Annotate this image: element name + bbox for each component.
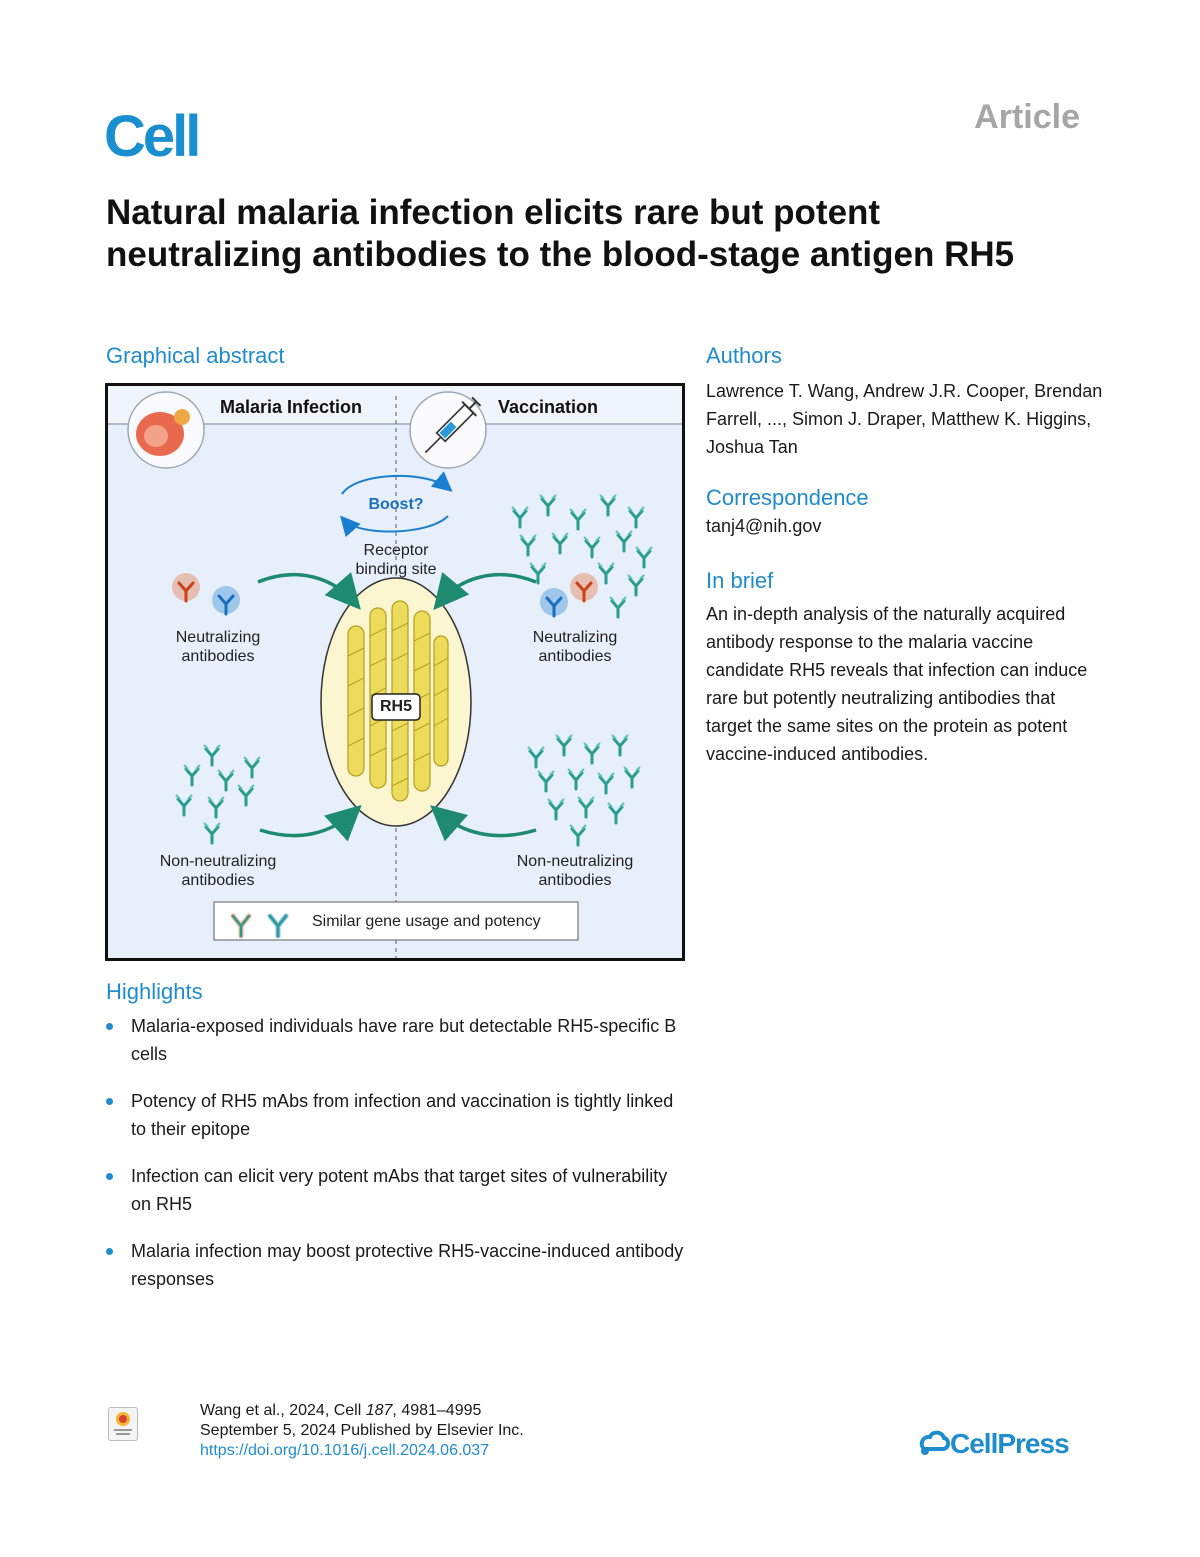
vaccination-label: Vaccination	[497, 397, 599, 417]
boost-label: Boost?	[368, 496, 424, 513]
graphical-abstract-heading: Graphical abstract	[106, 343, 285, 368]
infection-non-neutralizing-antibody-cluster	[174, 743, 262, 845]
cellpress-logo[interactable]: CellPress	[918, 1428, 1070, 1460]
vaccine-non-neutralizing-antibody-cluster	[526, 733, 642, 847]
blue-neutralizing-antibody-icon	[212, 586, 240, 616]
highlights-heading: Highlights	[106, 979, 203, 1004]
boost-arrow-right	[341, 471, 453, 495]
graphical-abstract: Malaria Infection Vaccination Boost? Rec…	[105, 383, 685, 961]
citation-block: Wang et al., 2024, Cell 187, 4981–4995 S…	[200, 1401, 524, 1461]
orange-neutralizing-antibody-icon	[172, 573, 200, 603]
similar-gene-usage-label: Similar gene usage and potency	[312, 913, 541, 930]
arrow-infection-neutralizing	[257, 572, 361, 610]
bullet-icon	[106, 1173, 113, 1180]
arrow-vaccination-neutralizing	[433, 571, 537, 611]
receptor-label-line1: Receptor	[363, 542, 429, 559]
highlight-item: Infection can elicit very potent mAbs th…	[106, 1162, 686, 1218]
author-list: Lawrence T. Wang, Andrew J.R. Cooper, Br…	[706, 381, 1103, 457]
graphical-abstract-illustration	[108, 386, 682, 958]
similar-blue-antibody-icon	[267, 913, 289, 939]
vaccine-neutralizing-label-2: antibodies	[538, 648, 612, 665]
syringe-icon	[409, 391, 487, 469]
receptor-label-line2: binding site	[355, 561, 437, 578]
bullet-icon	[106, 1023, 113, 1030]
rh5-protein-helices	[347, 600, 449, 802]
highlight-item: Malaria infection may boost protective R…	[106, 1237, 686, 1293]
boost-arrow-left	[340, 515, 449, 538]
doi-link[interactable]: https://doi.org/10.1016/j.cell.2024.06.0…	[200, 1442, 490, 1459]
article-title: Natural malaria infection elicits rare b…	[106, 193, 1015, 274]
highlight-item: Malaria-exposed individuals have rare bu…	[106, 1012, 686, 1068]
highlights-list: Malaria-exposed individuals have rare bu…	[106, 1012, 686, 1312]
check-for-updates-icon[interactable]	[108, 1407, 138, 1441]
correspondence-heading: Correspondence	[706, 485, 869, 510]
in-brief-text: An in-depth analysis of the naturally ac…	[706, 604, 1088, 764]
citation-line2: September 5, 2024 Published by Elsevier …	[200, 1422, 524, 1439]
similar-orange-antibody-icon	[230, 913, 252, 939]
cellpress-mark-icon	[919, 1430, 951, 1455]
infection-non-neutralizing-label-1: Non-neutralizing	[159, 853, 277, 870]
vaccine-neutralizing-antibodies-icon	[540, 573, 598, 618]
article-type-label: Article	[974, 98, 1080, 136]
infection-neutralizing-label-2: antibodies	[181, 648, 255, 665]
authors-heading: Authors	[706, 343, 782, 368]
arrow-vaccination-non-neutralizing	[430, 805, 537, 842]
citation-line1: Wang et al., 2024, Cell 187, 4981–4995	[200, 1402, 482, 1419]
vaccine-neutralizing-label-1: Neutralizing	[532, 629, 618, 646]
bullet-icon	[106, 1098, 113, 1105]
vaccine-non-neutralizing-label-2: antibodies	[538, 872, 612, 889]
arrow-infection-non-neutralizing	[259, 804, 362, 842]
malaria-infection-label: Malaria Infection	[219, 397, 363, 417]
in-brief-heading: In brief	[706, 568, 774, 593]
bullet-icon	[106, 1248, 113, 1255]
highlight-item: Potency of RH5 mAbs from infection and v…	[106, 1087, 686, 1143]
rh5-label-box	[371, 693, 421, 721]
infection-neutralizing-label-1: Neutralizing	[175, 629, 261, 646]
infected-red-blood-cell-icon	[127, 391, 205, 469]
infection-non-neutralizing-label-2: antibodies	[181, 872, 255, 889]
journal-logo: Cell	[104, 104, 201, 169]
correspondence-email[interactable]: tanj4@nih.gov	[706, 516, 822, 536]
vaccine-non-neutralizing-label-1: Non-neutralizing	[516, 853, 634, 870]
rh5-label: RH5	[379, 698, 412, 715]
